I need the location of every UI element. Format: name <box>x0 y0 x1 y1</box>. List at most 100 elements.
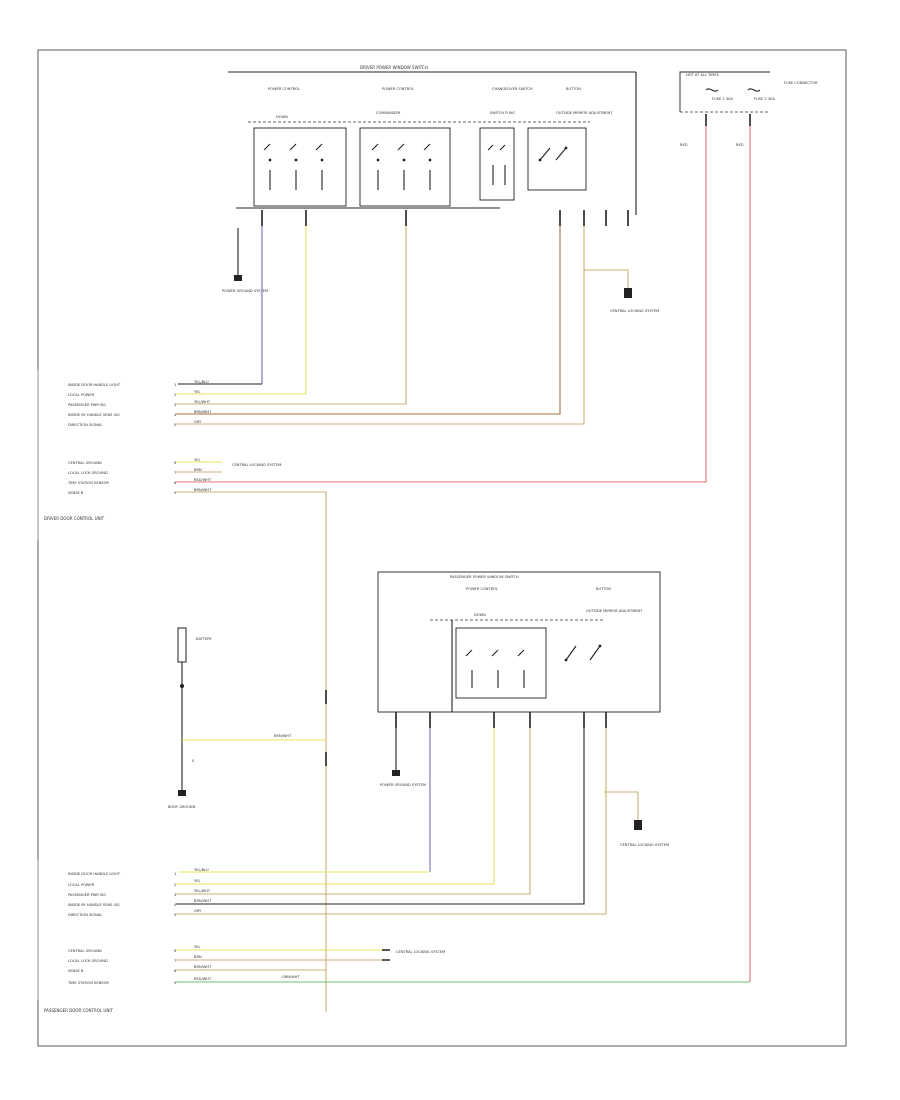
wire-color: GRY <box>194 909 202 913</box>
passenger-switch-block: PASSENGER POWER WINDOW SWITCH POWER CONT… <box>377 571 661 728</box>
driver-pin-row-b: TIME STATION SENSOR 8 RED/WHT <box>67 478 212 485</box>
pin-label: TIME STATION SENSOR <box>67 481 109 485</box>
pin-number: 7 <box>174 471 176 475</box>
wire-color: GRY <box>194 420 202 424</box>
driver-section-2: POWER CONTROL <box>382 87 414 91</box>
driver-pin-row-b: LOCAL LOCK GROUND 7 BRN <box>68 468 202 475</box>
pin-label: SENSE B <box>68 969 84 973</box>
driver-pin-list-b: CENTRAL LOCKING SYSTEM CENTRAL GROUND 6 … <box>44 126 707 1012</box>
wire-color: YEL <box>194 879 200 883</box>
pin-label: CENTRAL GROUND <box>68 949 102 953</box>
passenger-pin-row: LOCAL POWER 2 YEL <box>68 879 200 887</box>
pin-number: 3 <box>174 893 176 897</box>
pin-number: 9 <box>174 491 177 495</box>
wire-color: YEL <box>194 945 200 949</box>
wire-color: YEL/BLU <box>194 380 209 384</box>
driver-section-1: POWER CONTROL <box>268 87 300 91</box>
passenger-switch-block-title: PASSENGER POWER WINDOW SWITCH <box>450 575 519 579</box>
driver-dist-symbol: CENTRAL LOCKING SYSTEM <box>584 269 659 313</box>
pin-number: 1 <box>174 872 176 876</box>
wire-color: BRN <box>194 955 202 959</box>
passenger-pin-row-b: LOCAL LOCK GROUND 7 BRN <box>68 955 202 963</box>
wire-color: BRN/WHT <box>194 899 212 903</box>
wire-color: RED/WHT <box>194 977 212 981</box>
pin-number: 7 <box>174 959 176 963</box>
passenger-dist-label: CENTRAL LOCKING SYSTEM <box>620 843 669 847</box>
passenger-pin-row: INSIDE BY HANDLE SENS SIG 4 BRN/WHT <box>68 899 212 907</box>
pin-label: INSIDE BY HANDLE SENS SIG <box>68 413 120 417</box>
driver-pin-row-b: SENSE B 9 BRN/WHT <box>68 488 212 495</box>
diagram-frame <box>37 49 847 1047</box>
driver-pin-row: PASSENGER PWR SIG 3 YEL/WHT <box>68 400 211 407</box>
passenger-pin-row: DIRECTION SIGNAL 5 GRY <box>68 909 202 917</box>
fuse-box: HOT AT ALL TIMES FUSE CONNECTOR FUSE 1 3… <box>679 71 818 982</box>
pin-number: 4 <box>174 903 177 907</box>
pin-number: 2 <box>174 393 176 397</box>
wire-color: YEL/BLU <box>194 868 209 872</box>
pin-number: 9 <box>174 981 177 985</box>
driver-pin-row: LOCAL POWER 2 YEL <box>68 390 200 397</box>
wire-color: BRN <box>194 468 202 472</box>
driver-pin-row-b: CENTRAL GROUND 6 YEL <box>68 458 200 465</box>
passenger-pin-list-a: INSIDE DOOR HANDLE LIGHT 1 YEL/BLU LOCAL… <box>37 860 212 1000</box>
driver-pin-row: INSIDE BY HANDLE SENS SIG 4 BRN/WHT <box>68 410 212 417</box>
driver-ground-label: POWER GROUND SYSTEM <box>222 289 268 293</box>
passenger-pin-row-b: SENSE B 8 BRN/WHT <box>68 965 212 973</box>
passenger-pin-row-b: TIME STATION SENSOR 9 RED/WHT <box>67 977 212 985</box>
driver-sub-1: DOWN <box>276 115 288 119</box>
wire-color: YEL/WHT <box>194 889 211 893</box>
battery-ground-label: BODY GROUND <box>168 805 196 809</box>
fuse-wire-label-1: RED <box>680 143 688 147</box>
driver-switch-block-title: DRIVER POWER WINDOW SWITCH <box>360 65 428 70</box>
battery-wire-color: BRN/WHT <box>274 734 292 738</box>
driver-switch-block: DRIVER POWER WINDOW SWITCH POWER CONTROL… <box>228 65 637 226</box>
pin-label: DIRECTION SIGNAL <box>68 913 102 917</box>
driver-sub-2: COMMANDER <box>376 111 401 115</box>
pin-number: 6 <box>174 949 177 953</box>
driver-sub-3: SWITCH FUNC <box>490 111 516 115</box>
pin-label: CENTRAL GROUND <box>68 461 102 465</box>
driver-pin-row: INSIDE DOOR HANDLE LIGHT 1 YEL/BLU <box>68 380 209 387</box>
pin-label: LOCAL LOCK GROUND <box>68 471 108 475</box>
fuse-label-1: FUSE 1 30A <box>712 97 733 101</box>
driver-dist-label-b: CENTRAL LOCKING SYSTEM <box>232 463 281 467</box>
pin-number: 1 <box>174 383 176 387</box>
fuse-label-2: FUSE 2 30A <box>754 97 775 101</box>
pin-label: SENSE B <box>68 491 84 495</box>
passenger-ground-label: POWER GROUND SYSTEM <box>380 783 426 787</box>
pin-label: TIME STATION SENSOR <box>67 981 109 985</box>
pin-label: LOCAL LOCK GROUND <box>68 959 108 963</box>
pin-number: 6 <box>174 461 177 465</box>
driver-dist-label: CENTRAL LOCKING SYSTEM <box>610 309 659 313</box>
driver-sub-4: OUTSIDE MIRROR ADJUSTMENT <box>556 111 613 115</box>
pin-label: PASSENGER PWR SIG <box>68 893 106 897</box>
passenger-wires-a <box>176 728 607 915</box>
driver-pin-row: DIRECTION SIGNAL 5 GRY <box>68 420 202 427</box>
battery-symbol: BATTERY BRN/WHT S BODY GROUND <box>168 627 326 809</box>
passenger-unit-title: PASSENGER DOOR CONTROL UNIT <box>44 1008 114 1013</box>
fuse-box-title: HOT AT ALL TIMES <box>686 73 720 77</box>
passenger-pin-row: INSIDE DOOR HANDLE LIGHT 1 YEL/BLU <box>68 868 209 876</box>
passenger-section-2: BUTTON <box>596 587 611 591</box>
pin-label: PASSENGER PWR SIG <box>68 403 106 407</box>
driver-wires-a <box>176 226 585 425</box>
pin-label: LOCAL POWER <box>68 393 95 397</box>
passenger-pin-row-b: CENTRAL GROUND 6 YEL <box>68 945 200 953</box>
pin-number: 2 <box>174 883 176 887</box>
pin-label: INSIDE DOOR HANDLE LIGHT <box>68 872 121 876</box>
passenger-green-wire-label: GRN/WHT <box>282 975 300 979</box>
driver-pin-list-a: INSIDE DOOR HANDLE LIGHT 1 YEL/BLU LOCAL… <box>37 370 212 540</box>
driver-unit-title: DRIVER DOOR CONTROL UNIT <box>44 516 105 521</box>
driver-ground-symbol: POWER GROUND SYSTEM <box>222 228 268 293</box>
wire-color: YEL/WHT <box>194 400 211 404</box>
pin-number: 3 <box>174 403 176 407</box>
pin-label: DIRECTION SIGNAL <box>68 423 102 427</box>
passenger-pin-list-b: CENTRAL LOCKING SYSTEM GRN/WHT CENTRAL G… <box>44 945 750 1013</box>
passenger-ground-symbol: POWER GROUND SYSTEM <box>380 728 426 787</box>
pin-number: 4 <box>174 413 177 417</box>
passenger-sub-1: DOWN <box>474 613 486 617</box>
wire-color: YEL <box>194 390 200 394</box>
passenger-dist-label-b: CENTRAL LOCKING SYSTEM <box>396 950 445 954</box>
passenger-pin-row: PASSENGER PWR SIG 3 YEL/WHT <box>68 889 211 897</box>
